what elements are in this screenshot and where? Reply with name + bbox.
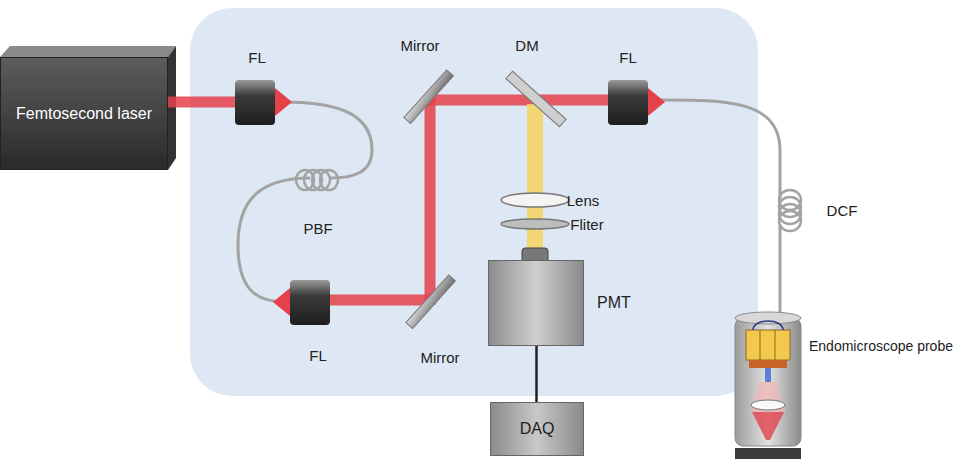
endomicroscope-probe-drawing <box>735 312 801 459</box>
filter <box>501 219 569 229</box>
pmt-box: PMT <box>488 260 584 346</box>
node-label: PMT <box>597 293 631 312</box>
fluorescence-beam <box>527 104 543 262</box>
system-panel <box>190 8 758 396</box>
lens <box>501 193 569 207</box>
component-label: FL <box>248 49 266 66</box>
mirror <box>404 70 456 329</box>
component-label: DM <box>515 37 538 54</box>
component-label: Mirror <box>420 349 459 366</box>
component-label: Mirror <box>400 37 439 54</box>
laser-top-face <box>0 46 176 57</box>
fiber-coil <box>296 170 801 231</box>
daq-box: DAQ <box>490 402 584 456</box>
node-label: Femtosecond laser <box>16 104 152 123</box>
component-label: DCF <box>827 202 858 219</box>
laser-box: Femtosecond laser <box>0 57 168 170</box>
signal-wire <box>535 346 538 402</box>
probe-region: Endomicroscope probe <box>735 312 801 448</box>
component-label: Lens <box>567 192 600 209</box>
component-label: Fliter <box>570 216 603 233</box>
component-label: FL <box>619 49 637 66</box>
node-label: Endomicroscope probe <box>809 338 958 355</box>
fiber-launcher <box>235 80 665 325</box>
dichroic-mirror <box>506 71 566 127</box>
component-label: FL <box>309 347 327 364</box>
node-label: DAQ <box>520 419 555 438</box>
laser-side-face <box>168 46 176 170</box>
component-label: PBF <box>303 220 332 237</box>
